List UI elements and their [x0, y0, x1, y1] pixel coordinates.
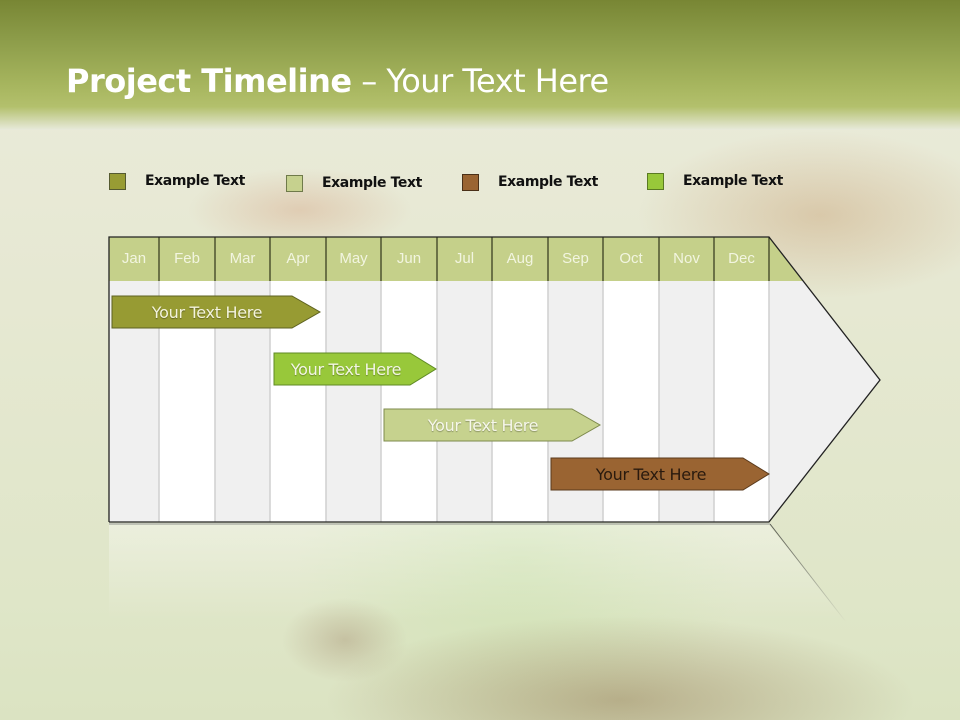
month-header	[109, 237, 803, 281]
legend-label: Example Text	[322, 175, 422, 191]
month-may: May	[339, 250, 368, 267]
month-jun: Jun	[396, 250, 422, 267]
arrow-outline	[108, 236, 881, 523]
legend-label: Example Text	[498, 174, 598, 190]
task-bar-2[interactable]	[273, 352, 437, 386]
month-feb: Feb	[174, 250, 200, 267]
legend-swatch	[647, 172, 664, 190]
task-label-3: Your Text Here	[427, 415, 539, 435]
legend-swatch	[462, 173, 479, 191]
page-title: Project Timeline – Your Text Here	[66, 62, 609, 100]
legend-item: Example Text	[109, 171, 245, 191]
month-aug: Aug	[506, 250, 534, 267]
month-jul: Jul	[454, 250, 475, 267]
reflection	[109, 525, 846, 620]
legend-swatch	[109, 172, 126, 190]
month-mar: Mar	[229, 250, 256, 267]
month-nov: Nov	[673, 250, 700, 267]
task-label-1: Your Text Here	[151, 302, 263, 322]
title-band	[0, 0, 960, 130]
legend-label: Example Text	[145, 173, 245, 189]
legend-swatch	[286, 174, 303, 192]
month-dec: Dec	[728, 250, 755, 267]
task-bar-1[interactable]	[111, 295, 322, 329]
month-jan: Jan	[121, 250, 147, 267]
legend-item: Example Text	[286, 173, 422, 193]
month-oct: Oct	[619, 250, 643, 267]
task-label-4: Your Text Here	[595, 464, 707, 484]
title-bold: Project Timeline	[66, 62, 352, 100]
task-bar-4[interactable]	[550, 457, 770, 491]
month-apr: Apr	[286, 250, 310, 267]
legend-item: Example Text	[462, 172, 598, 192]
month-sep: Sep	[562, 250, 589, 267]
title-rest: – Your Text Here	[351, 62, 609, 100]
task-label-2: Your Text Here	[290, 359, 402, 379]
task-bar-3[interactable]	[383, 408, 602, 442]
legend-item: Example Text	[647, 171, 783, 191]
legend-label: Example Text	[683, 173, 783, 189]
